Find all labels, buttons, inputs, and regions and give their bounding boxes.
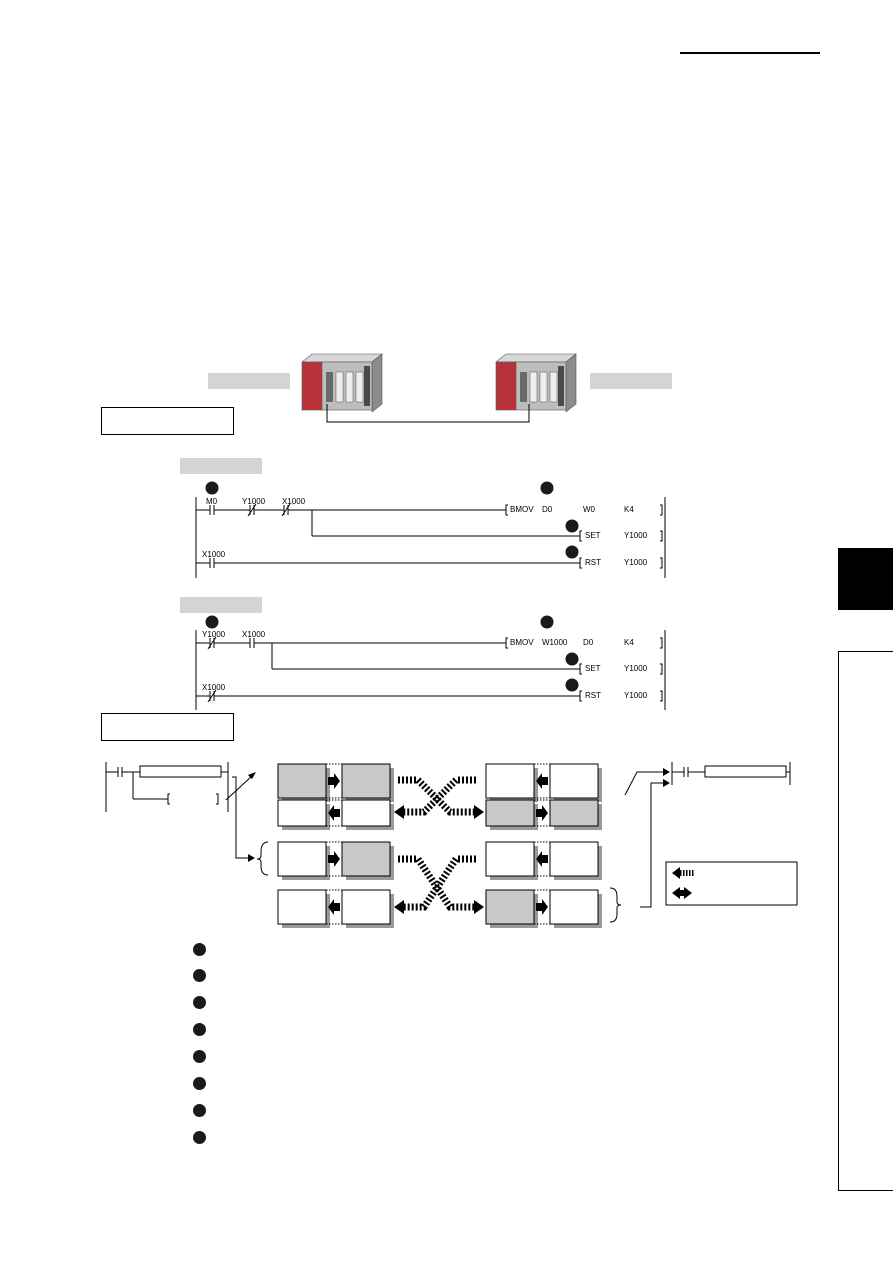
p2-bmov-source: W1000 <box>542 638 568 647</box>
p1-set-operand: Y1000 <box>624 531 648 540</box>
p1-contact-x1000: X1000 <box>282 497 306 506</box>
side-index-frame <box>838 651 893 1191</box>
right-station-tag <box>590 373 672 389</box>
operation-left-ladder <box>105 762 269 876</box>
p2-bmov-count: K4 <box>624 638 634 647</box>
p1-rst-instruction: RST <box>585 558 601 567</box>
p2-rst-contact: X1000 <box>202 683 226 692</box>
program-2-marker-2 <box>540 615 554 629</box>
p1-contact-y1000: Y1000 <box>242 497 266 506</box>
description-bullet-4 <box>193 1023 206 1036</box>
ladder-program-1 <box>195 497 666 578</box>
program-2-marker-4 <box>565 678 579 692</box>
description-bullet-5 <box>193 1050 206 1063</box>
left-station-tag <box>208 373 290 389</box>
p1-rst-contact: X1000 <box>202 550 226 559</box>
p1-contact-m0: M0 <box>206 497 218 506</box>
description-bullet-6 <box>193 1077 206 1090</box>
transfer-arrow-heads <box>394 805 484 914</box>
description-bullet-8 <box>193 1131 206 1144</box>
p1-bmov-count: K4 <box>624 505 634 514</box>
description-bullet-1 <box>193 943 206 956</box>
p2-rst-operand: Y1000 <box>624 691 648 700</box>
program-2-marker-1 <box>205 615 219 629</box>
program-1-marker-1 <box>205 481 219 495</box>
p1-rst-operand: Y1000 <box>624 558 648 567</box>
p2-bmov-instruction: BMOV <box>510 638 534 647</box>
chapter-tab <box>838 548 893 610</box>
p1-bmov-source: D0 <box>542 505 553 514</box>
program-2-marker-3 <box>565 652 579 666</box>
right-plc-icon <box>495 353 577 413</box>
network-cable <box>326 404 530 423</box>
operation-right-ladder <box>609 762 791 923</box>
transfer-arrows <box>398 776 476 911</box>
register-cells <box>277 763 602 928</box>
p2-contact-x1000: X1000 <box>242 630 266 639</box>
program-1-tag <box>180 458 262 474</box>
p2-bmov-dest: D0 <box>583 638 594 647</box>
description-bullet-2 <box>193 969 206 982</box>
p2-set-instruction: SET <box>585 664 601 673</box>
p2-set-operand: Y1000 <box>624 664 648 673</box>
description-bullet-3 <box>193 996 206 1009</box>
program-example-label-box <box>101 407 234 435</box>
p1-bmov-instruction: BMOV <box>510 505 534 514</box>
program-2-tag <box>180 597 262 613</box>
p2-rst-instruction: RST <box>585 691 601 700</box>
description-bullet-7 <box>193 1104 206 1117</box>
program-1-marker-3 <box>565 519 579 533</box>
p1-bmov-dest: W0 <box>583 505 595 514</box>
ladder-program-2 <box>195 630 666 710</box>
program-1-marker-4 <box>565 545 579 559</box>
left-plc-icon <box>301 353 383 413</box>
program-1-marker-2 <box>540 481 554 495</box>
p2-contact-y1000: Y1000 <box>202 630 226 639</box>
legend-box <box>665 861 798 906</box>
p1-set-instruction: SET <box>585 531 601 540</box>
operation-label-box <box>101 713 234 741</box>
header-rule <box>680 52 820 54</box>
